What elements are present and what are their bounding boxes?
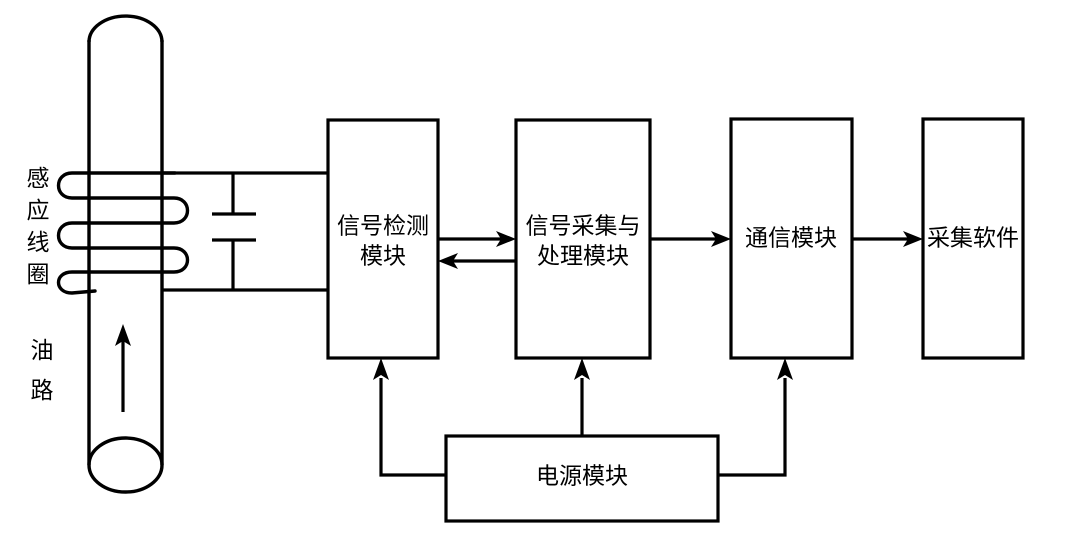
block-acquisition-software-rect[interactable] (921, 117, 1025, 360)
arrow-power-to-communication (718, 358, 793, 477)
arrow-power-to-acquisition-head (574, 358, 590, 380)
arrow-acquisition-to-detection-head (438, 253, 458, 269)
block-signal-acquisition-rect[interactable] (514, 118, 652, 360)
label-induction-coil-char-0: 感 (27, 166, 50, 191)
label-induction-coil-char-1: 应 (27, 198, 50, 223)
label-oil-path-char-0: 油 (31, 338, 54, 363)
pipe-bottom-ellipse (87, 436, 164, 494)
block-communication[interactable]: 通信模块 (729, 117, 854, 360)
pipe-top-cap (87, 14, 164, 43)
capacitor (212, 173, 256, 290)
block-power-supply-label: 电源模块 (536, 463, 628, 488)
label-oil-path: 油 路 (31, 338, 54, 403)
coil-helix-path (56, 171, 190, 295)
arrow-acquisition-to-communication (650, 231, 731, 247)
block-acquisition-software-label: 采集软件 (927, 225, 1019, 250)
label-induction-coil-char-2: 线 (27, 230, 50, 255)
arrow-communication-to-software (852, 231, 923, 247)
arrow-power-to-acquisition (574, 358, 590, 436)
arrow-communication-to-software-head (903, 231, 923, 247)
block-communication-label: 通信模块 (745, 225, 837, 250)
arrow-power-to-detection (373, 358, 446, 477)
block-signal-detection-rect[interactable] (326, 118, 440, 360)
label-induction-coil: 感 应 线 圈 (27, 166, 50, 287)
arrow-power-to-detection-shaft (379, 378, 446, 477)
block-signal-detection-label-line1: 信号检测 (337, 213, 429, 238)
block-signal-detection-label-line2: 模块 (360, 243, 406, 268)
label-oil-path-char-1: 路 (31, 378, 54, 403)
arrow-acquisition-to-communication-head (711, 231, 731, 247)
arrow-acquisition-to-detection (438, 253, 516, 269)
arrow-detection-to-acquisition (438, 231, 516, 247)
oil-pipe (87, 14, 164, 494)
block-power-supply-rect[interactable] (444, 434, 720, 523)
arrow-power-to-communication-shaft (718, 378, 787, 477)
block-power-supply[interactable]: 电源模块 (444, 434, 720, 523)
arrow-detection-to-acquisition-head (496, 231, 516, 247)
block-signal-acquisition-label-line1: 信号采集与 (526, 213, 641, 238)
coil-lead-wires (162, 171, 330, 292)
arrow-power-to-communication-head (777, 358, 793, 380)
block-signal-acquisition-label-line2: 处理模块 (537, 243, 629, 268)
label-induction-coil-char-3: 圈 (27, 262, 50, 287)
induction-coil (56, 171, 190, 295)
arrow-power-to-detection-head (373, 358, 389, 380)
block-signal-acquisition[interactable]: 信号采集与 处理模块 (514, 118, 652, 360)
block-signal-detection[interactable]: 信号检测 模块 (326, 118, 440, 360)
flow-arrow-head (115, 324, 131, 346)
block-acquisition-software[interactable]: 采集软件 (921, 117, 1025, 360)
flow-arrow-icon (115, 324, 131, 412)
